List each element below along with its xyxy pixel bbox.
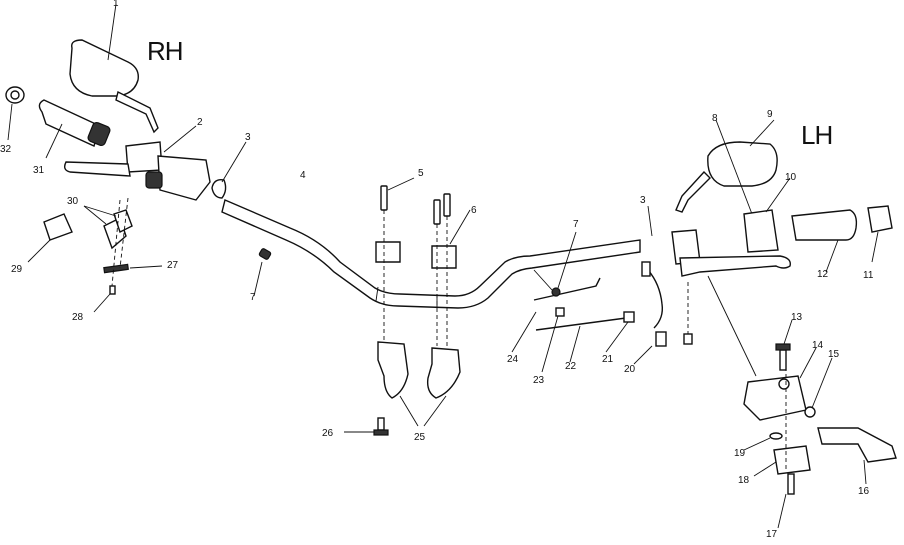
callout-1: 1 [113,0,119,9]
callout-21: 21 [602,354,614,365]
rh-grip [5,86,111,159]
callout-27: 27 [167,260,179,271]
rh-label: RH [147,36,184,66]
callout-30: 30 [67,196,79,207]
callout-26: 26 [322,428,334,439]
callout-23: 23 [533,375,545,386]
callout-13: 13 [791,312,803,323]
rh-small-fitting [253,248,272,297]
callout-9: 9 [767,109,773,120]
lh-mirror [647,119,778,237]
rh-master-cylinder [63,125,247,201]
callout-17: 17 [766,529,778,540]
callout-24: 24 [507,354,519,365]
callout-31: 31 [33,165,45,176]
callout-25: 25 [414,432,426,443]
callout-22: 22 [565,361,577,372]
callout-10: 10 [785,172,797,183]
callout-7-cable: 7 [573,219,579,230]
callout-14: 14 [812,340,824,351]
callout-29: 29 [11,264,23,275]
callout-3-lh: 3 [640,195,646,206]
handlebar-clamps [344,177,471,436]
callout-12: 12 [817,269,829,280]
rh-mirror [69,3,159,134]
callout-18: 18 [738,475,750,486]
callout-32: 32 [0,144,12,155]
lh-brake-lever-assembly [671,229,791,377]
rh-switch-parts [27,197,163,313]
callout-5: 5 [418,168,424,179]
callout-7-fitting: 7 [250,292,256,303]
callout-4: 4 [300,170,306,181]
lever-detail-exploded [743,319,897,529]
callout-6: 6 [471,205,477,216]
callout-11: 11 [863,270,874,281]
callout-19: 19 [734,448,746,459]
callout-20: 20 [624,364,636,375]
lh-controls [743,177,893,273]
callout-3-rh: 3 [245,132,251,143]
callout-numbers: 1 2 3 3 4 5 6 7 7 8 9 10 11 12 13 14 15 … [0,0,874,540]
handlebar [221,199,641,309]
callout-28: 28 [72,312,84,323]
callout-16: 16 [858,486,870,497]
throttle-cables [511,231,693,373]
callout-15: 15 [828,349,840,360]
lh-label: LH [801,120,833,150]
callout-2: 2 [197,117,203,128]
callout-8: 8 [712,113,718,124]
